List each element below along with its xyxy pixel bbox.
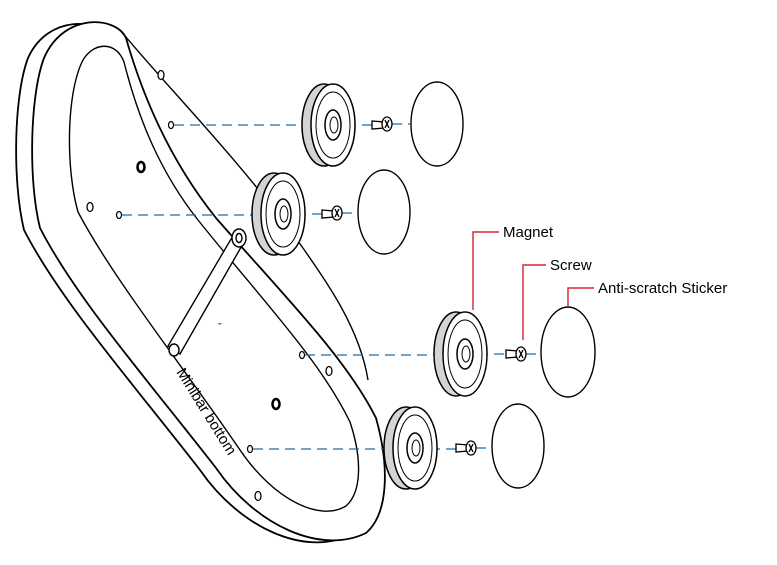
thick-hole: [136, 160, 146, 174]
thick-hole: [271, 397, 281, 411]
plate-axis-holes: [115, 120, 306, 454]
leader-lines: [472, 231, 594, 340]
hole: [325, 365, 333, 377]
magnet-label: Magnet: [503, 224, 554, 241]
sticker-label: Anti-scratch Sticker: [598, 280, 727, 297]
sticker-3: [540, 306, 596, 398]
rod-end-top-hole: [235, 232, 243, 244]
magnet-4: [383, 406, 438, 490]
hole: [157, 69, 165, 81]
stickers: [357, 81, 596, 489]
screw-1: [371, 116, 393, 132]
sticker-leader: [567, 287, 594, 306]
screw-leader: [522, 264, 546, 340]
rod-end-bottom: [168, 343, 180, 357]
screw-3: [505, 346, 527, 362]
magnet-1: [301, 83, 356, 167]
magnet-leader: [472, 231, 499, 310]
plate-chevron-mark: ˇ: [218, 322, 222, 334]
screw-2: [321, 205, 343, 221]
magnet-3: [433, 311, 488, 397]
magnet-2: [251, 172, 306, 256]
sticker-4: [491, 403, 545, 489]
screw-4: [455, 440, 477, 456]
sticker-1: [410, 81, 464, 167]
sticker-2: [357, 169, 411, 255]
plate-thick-holes: [136, 160, 281, 411]
plate-holes: [86, 69, 333, 502]
screw-label: Screw: [550, 257, 592, 274]
hole: [254, 490, 262, 502]
hole: [86, 201, 94, 213]
minibar-rod: [167, 228, 247, 357]
